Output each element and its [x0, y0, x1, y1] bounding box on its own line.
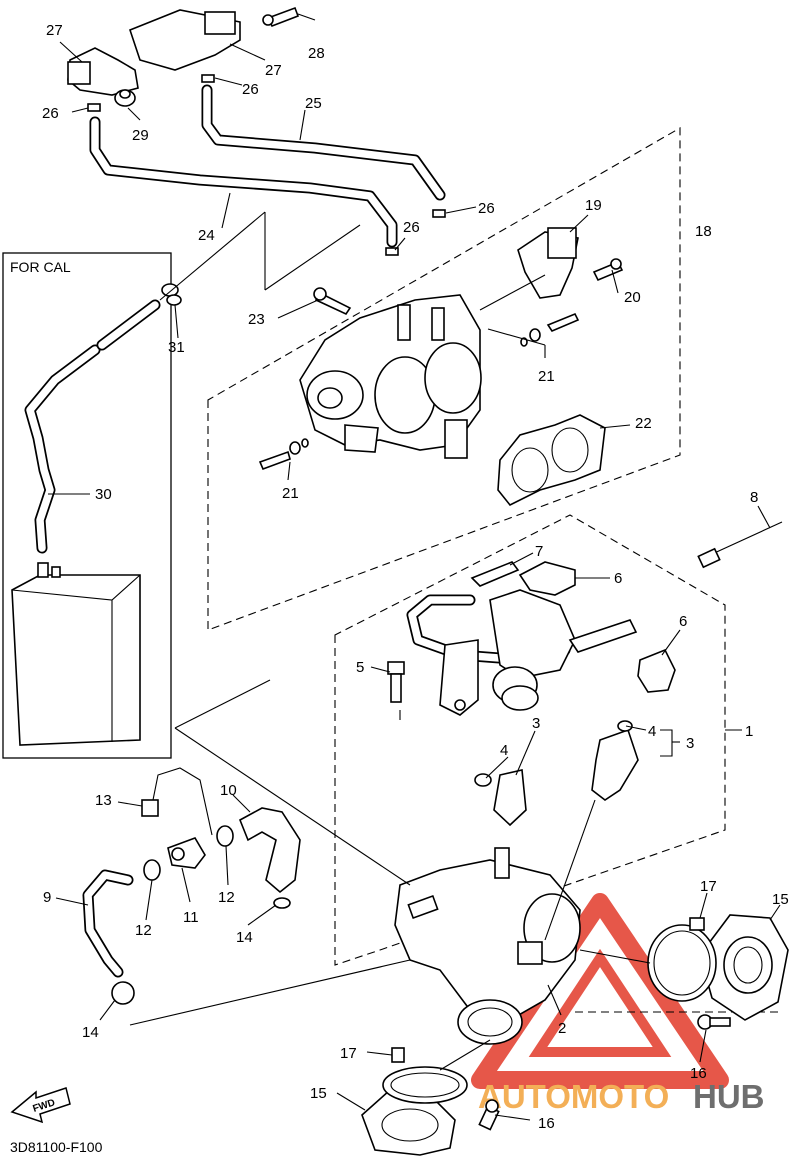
- thermo-sensor-11: [167, 837, 206, 869]
- callout-8: 8: [750, 489, 758, 506]
- fuel-hose-assembly: [406, 589, 638, 679]
- callout-26-c: 26: [478, 200, 495, 217]
- intake-assembly-outline: [334, 514, 726, 966]
- callout-9: 9: [43, 889, 51, 906]
- callout-20: 20: [624, 289, 641, 306]
- callout-23: 23: [248, 311, 265, 328]
- callout-16-right: 16: [690, 1065, 707, 1082]
- canister-hose: [24, 299, 161, 554]
- callout-22: 22: [635, 415, 652, 432]
- vacuum-hose-25: [201, 84, 446, 201]
- leader-lines: [48, 13, 781, 1121]
- callout-27-right: 27: [265, 62, 282, 79]
- callout-4-left: 4: [500, 742, 508, 759]
- callout-26-b: 26: [42, 105, 59, 122]
- callout-3-right: 3: [686, 735, 694, 752]
- bolt-5: [387, 661, 405, 703]
- callout-17-right: 17: [700, 878, 717, 895]
- callout-labels: 27 28 27 26 26 29 25 26 26 19 18 24 20 2…: [42, 22, 789, 1132]
- callout-16-left: 16: [538, 1115, 555, 1132]
- hose-clips-26: [87, 74, 446, 256]
- callout-24: 24: [198, 227, 215, 244]
- callout-1: 1: [745, 723, 753, 740]
- for-cal-label: FOR CAL: [10, 259, 71, 275]
- clamp-6-upper: [518, 561, 576, 596]
- charcoal-canister: [11, 562, 141, 746]
- callout-18: 18: [695, 223, 712, 240]
- hose-9: [82, 869, 134, 978]
- screw-20: [592, 258, 624, 282]
- callout-6-upper: 6: [614, 570, 622, 587]
- callout-15-right: 15: [772, 891, 789, 908]
- screws-21-right: [520, 312, 580, 347]
- callout-12-left: 12: [135, 922, 152, 939]
- bolt-16-left: [478, 1099, 500, 1131]
- watermark-brand-part1: AUTOMOTO: [478, 1078, 669, 1115]
- callout-25: 25: [305, 95, 322, 112]
- callout-13: 13: [95, 792, 112, 809]
- callout-3-left: 3: [532, 715, 540, 732]
- callout-21-right: 21: [538, 368, 555, 385]
- for-cal-box: [2, 252, 172, 759]
- watermark-brand-part2: HUB: [693, 1078, 765, 1115]
- sensor-bracket-27-right: [129, 9, 241, 71]
- throttle-body: [299, 294, 482, 459]
- throttle-body-assembly-outline: [207, 127, 681, 631]
- callout-5: 5: [356, 659, 364, 676]
- callout-29: 29: [132, 127, 149, 144]
- intake-joint-15-right: [699, 914, 789, 1021]
- cable-tie-8: [697, 521, 783, 569]
- screw-23: [313, 287, 352, 316]
- callout-27-left: 27: [46, 22, 63, 39]
- callout-26-d: 26: [403, 219, 420, 236]
- callout-28: 28: [308, 45, 325, 62]
- clamp-13: [141, 767, 213, 836]
- o-rings-12: [143, 825, 234, 881]
- callout-6-lower: 6: [679, 613, 687, 630]
- nut-29: [114, 89, 136, 107]
- sensor-bracket-27-left: [67, 47, 139, 96]
- callout-31: 31: [168, 339, 185, 356]
- intake-manifold-2: [394, 847, 581, 1045]
- callout-26-a: 26: [242, 81, 259, 98]
- bracket-plate: [439, 639, 479, 716]
- drawing-code: 3D81100-F100: [10, 1139, 103, 1155]
- callout-15-left: 15: [310, 1085, 327, 1102]
- hose-10: [238, 807, 301, 894]
- holder-7: [470, 561, 520, 587]
- vacuum-hose-24: [89, 116, 398, 248]
- callout-11: 11: [183, 909, 199, 926]
- callout-30: 30: [95, 486, 112, 503]
- bolt-16-right: [697, 1014, 731, 1030]
- throttle-position-sensor-19: [517, 227, 579, 299]
- injector-right: [591, 720, 639, 801]
- caps-14: [111, 897, 291, 1005]
- callout-14-left: 14: [82, 1024, 99, 1041]
- bolt-28: [262, 6, 300, 28]
- injector-left: [474, 769, 527, 827]
- callout-4-right: 4: [648, 723, 656, 740]
- callout-14-right: 14: [236, 929, 253, 946]
- callout-7: 7: [535, 543, 543, 560]
- fwd-arrow-icon: FWD: [10, 1087, 71, 1124]
- callout-10: 10: [220, 782, 237, 799]
- clamp-17-right: [647, 917, 717, 1002]
- clamp-17-left: [382, 1047, 468, 1104]
- callout-21-left: 21: [282, 485, 299, 502]
- fuel-pressure-regulator: [492, 666, 539, 711]
- gasket-22: [497, 414, 606, 507]
- callout-12-right: 12: [218, 889, 235, 906]
- clamp-6-lower: [637, 648, 676, 693]
- callout-2: 2: [558, 1020, 566, 1037]
- callout-19: 19: [585, 197, 602, 214]
- screws-21-left: [258, 438, 309, 471]
- callout-17-left: 17: [340, 1045, 357, 1062]
- hose-clamp-31: [161, 283, 182, 306]
